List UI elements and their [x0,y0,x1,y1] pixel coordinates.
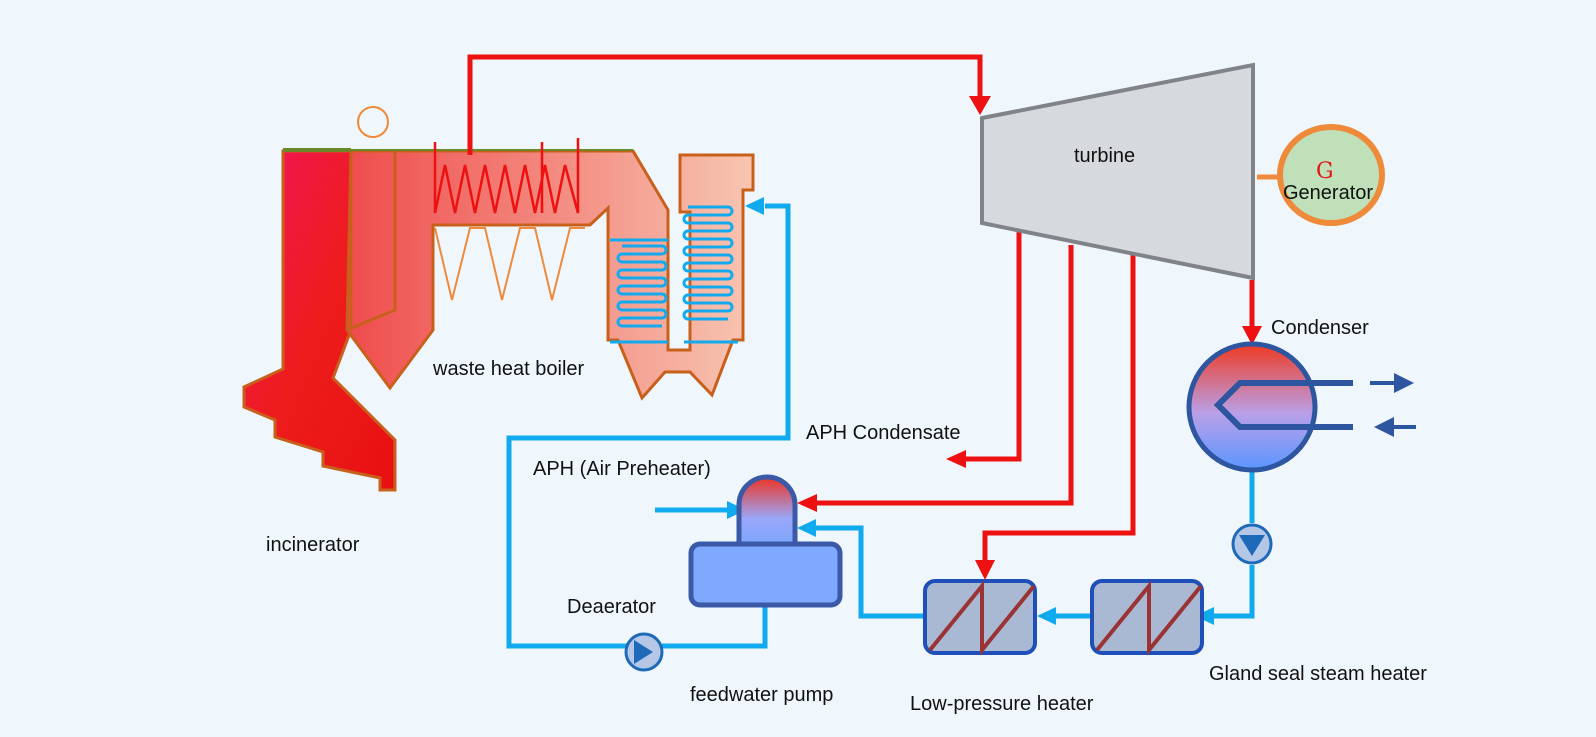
boiler-body [345,149,755,401]
main-steam-line [467,54,983,155]
feedwater-pump [624,632,664,672]
condenser-label: Condenser [1271,317,1369,339]
flow-arrow-icon [975,560,995,580]
low-pressure-heater [923,579,1037,656]
incinerator-body [242,149,397,492]
boiler-drum [357,106,389,138]
generator [1277,124,1385,226]
condensate-pump [1231,523,1273,565]
flow-arrow-icon [946,450,966,468]
deaerator-outlet-line [662,607,768,649]
aph-dome [736,474,798,549]
steam-arrowheads [797,96,1262,580]
deaerator-label: Deaerator [567,596,656,618]
superheater-coil [433,138,580,214]
waste-heat-boiler-label: waste heat boiler [432,358,585,380]
lp-to-deaerator-line [812,525,923,619]
evaporator-coil [434,227,585,301]
generator-icon [1277,124,1385,226]
deaerator-tank [688,541,843,608]
condenser-shell [1186,341,1318,473]
generator-symbol: G [1316,159,1334,184]
flow-arrow-icon [797,519,816,537]
deaerator [688,474,843,608]
aph-label: APH (Air Preheater) [533,458,711,480]
water-lines [506,203,1255,649]
steam-lines [467,54,1255,563]
economizer-coil-1 [610,238,668,344]
extraction-line-aph-condensate [962,230,1022,462]
extraction-line-lp-heater [982,255,1136,563]
flow-arrow-icon [1037,607,1056,625]
low-pressure-heater-label: Low-pressure heater [910,693,1094,715]
waste-heat-boiler [283,106,755,401]
feedwater-line [506,203,791,649]
gland-seal-steam-heater [1090,579,1204,656]
flow-arrow-icon [1374,417,1394,437]
condenser [1186,341,1416,473]
generator-label: Generator [1283,182,1373,204]
turbine-label: turbine [1074,145,1135,167]
incinerator-label: incinerator [266,534,360,556]
aph-condensate-label: APH Condensate [806,422,961,444]
condenser-coil [1213,380,1353,430]
condensate-line-2 [1210,565,1255,619]
water-arrowheads [727,197,1214,625]
flow-arrow-icon [1195,607,1214,625]
flow-arrow-icon [1394,373,1414,393]
flow-arrow-icon [745,197,764,215]
flow-arrow-icon [797,494,817,512]
turbine [980,62,1255,281]
extraction-line-aph [812,245,1074,506]
economizer-coil-2 [682,205,738,344]
feedwater-pump-label: feedwater pump [690,684,833,706]
flow-arrow-icon [969,96,991,115]
turbine-body [980,62,1255,281]
gland-seal-heater-label: Gland seal steam heater [1209,663,1427,685]
flow-arrow-icon [1242,326,1262,345]
